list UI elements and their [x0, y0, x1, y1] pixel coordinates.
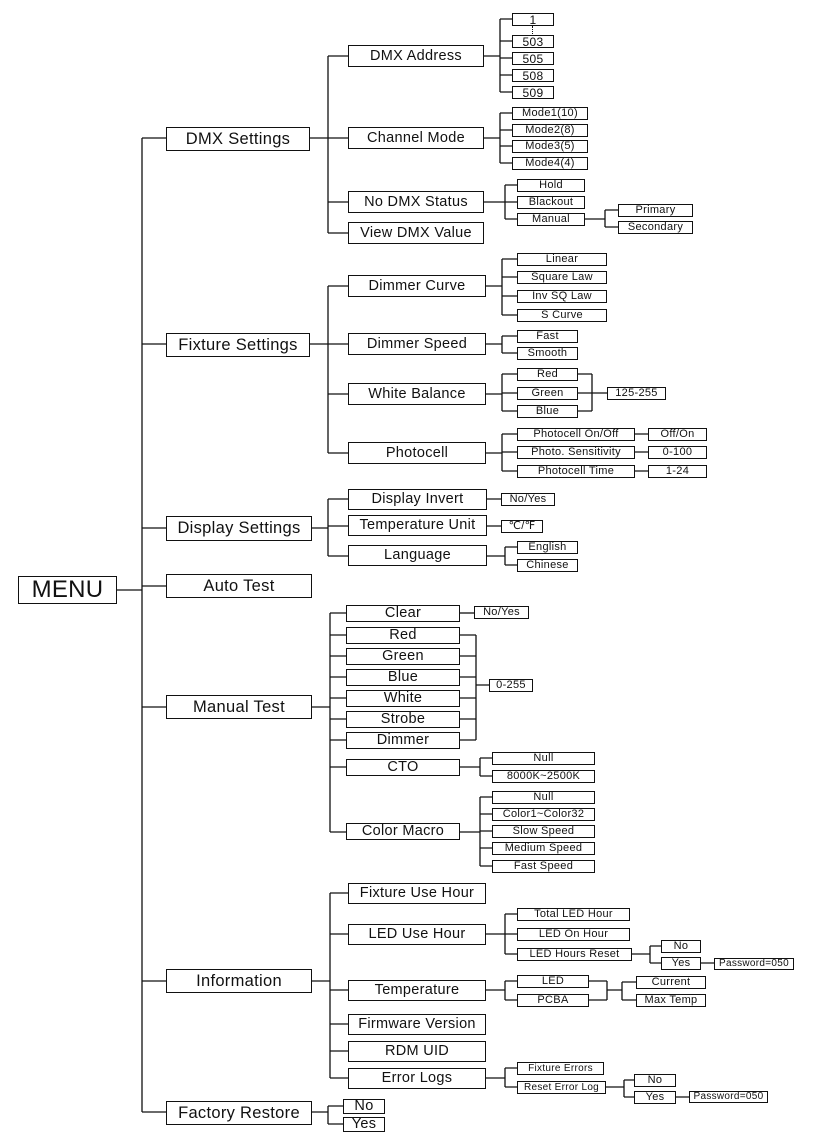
- channel-mode-option[interactable]: Mode3(5): [512, 140, 588, 153]
- cto-option[interactable]: Null: [492, 752, 595, 765]
- temperature-sub-option[interactable]: Max Temp: [636, 994, 706, 1007]
- led-use-hour-option[interactable]: Total LED Hour: [517, 908, 630, 921]
- led-use-hour-option[interactable]: LED Hours Reset: [517, 948, 632, 961]
- photocell-value[interactable]: Off/On: [648, 428, 707, 441]
- color-macro-option[interactable]: Medium Speed: [492, 842, 595, 855]
- manual-channel-item[interactable]: Strobe: [346, 711, 460, 728]
- display-settings-button[interactable]: Display Settings: [166, 516, 312, 541]
- display-invert-value[interactable]: No/Yes: [501, 493, 555, 506]
- channel-range[interactable]: 0-255: [489, 679, 533, 692]
- cto-option[interactable]: 8000K~2500K: [492, 770, 595, 783]
- photocell-option[interactable]: Photocell Time: [517, 465, 635, 478]
- manual-channel-item[interactable]: Green: [346, 648, 460, 665]
- no-dmx-status-option[interactable]: Manual: [517, 213, 585, 226]
- dimmer-curve-option[interactable]: S Curve: [517, 309, 607, 322]
- photocell-option[interactable]: Photo. Sensitivity: [517, 446, 635, 459]
- manual-channel-item[interactable]: Blue: [346, 669, 460, 686]
- photocell-value[interactable]: 0-100: [648, 446, 707, 459]
- manual-channel-item[interactable]: White: [346, 690, 460, 707]
- channel-mode-item[interactable]: Channel Mode: [348, 127, 484, 149]
- color-macro-item[interactable]: Color Macro: [346, 823, 460, 840]
- firmware-version-item[interactable]: Firmware Version: [348, 1014, 486, 1035]
- photocell-value[interactable]: 1-24: [648, 465, 707, 478]
- photocell-option[interactable]: Photocell On/Off: [517, 428, 635, 441]
- language-item[interactable]: Language: [348, 545, 487, 566]
- led-reset-option[interactable]: Yes: [661, 957, 701, 970]
- no-dmx-status-option[interactable]: Blackout: [517, 196, 585, 209]
- dimmer-speed-item[interactable]: Dimmer Speed: [348, 333, 486, 355]
- channel-mode-option[interactable]: Mode1(10): [512, 107, 588, 120]
- view-dmx-value-item[interactable]: View DMX Value: [348, 222, 484, 244]
- factory-restore-option[interactable]: Yes: [343, 1117, 385, 1132]
- color-macro-option[interactable]: Color1~Color32: [492, 808, 595, 821]
- white-balance-range[interactable]: 125-255: [607, 387, 666, 400]
- dimmer-curve-option[interactable]: Square Law: [517, 271, 607, 284]
- dmx-address-item[interactable]: DMX Address: [348, 45, 484, 67]
- color-macro-option[interactable]: Slow Speed: [492, 825, 595, 838]
- channel-mode-option[interactable]: Mode2(8): [512, 124, 588, 137]
- color-macro-option[interactable]: Fast Speed: [492, 860, 595, 873]
- led-reset-option[interactable]: No: [661, 940, 701, 953]
- factory-restore-option[interactable]: No: [343, 1099, 385, 1114]
- led-reset-password[interactable]: Password=050: [714, 958, 794, 970]
- temperature-item[interactable]: Temperature: [348, 980, 486, 1001]
- clear-item[interactable]: Clear: [346, 605, 460, 622]
- color-macro-option[interactable]: Null: [492, 791, 595, 804]
- rdm-uid-item[interactable]: RDM UID: [348, 1041, 486, 1062]
- error-logs-option[interactable]: Fixture Errors: [517, 1062, 604, 1075]
- channel-mode-option[interactable]: Mode4(4): [512, 157, 588, 170]
- manual-channel-item[interactable]: Dimmer: [346, 732, 460, 749]
- range-ellipsis: [532, 26, 535, 36]
- led-use-hour-option[interactable]: LED On Hour: [517, 928, 630, 941]
- cto-item[interactable]: CTO: [346, 759, 460, 776]
- error-reset-option[interactable]: No: [634, 1074, 676, 1087]
- white-balance-option[interactable]: Green: [517, 387, 578, 400]
- dmx-address-option[interactable]: 508: [512, 69, 554, 82]
- dimmer-curve-option[interactable]: Inv SQ Law: [517, 290, 607, 303]
- display-invert-item[interactable]: Display Invert: [348, 489, 487, 510]
- dmx-address-option[interactable]: 505: [512, 52, 554, 65]
- manual-test-button[interactable]: Manual Test: [166, 695, 312, 719]
- white-balance-option[interactable]: Red: [517, 368, 578, 381]
- clear-value[interactable]: No/Yes: [474, 606, 529, 619]
- temperature-sub-option[interactable]: Current: [636, 976, 706, 989]
- error-reset-password[interactable]: Password=050: [689, 1091, 768, 1103]
- manual-channel-item[interactable]: Red: [346, 627, 460, 644]
- led-use-hour-item[interactable]: LED Use Hour: [348, 924, 486, 945]
- dmx-address-option[interactable]: 503: [512, 35, 554, 48]
- dmx-settings-button[interactable]: DMX Settings: [166, 127, 310, 151]
- no-dmx-status-option[interactable]: Hold: [517, 179, 585, 192]
- auto-test-button[interactable]: Auto Test: [166, 574, 312, 598]
- language-option[interactable]: Chinese: [517, 559, 578, 572]
- fixture-settings-button[interactable]: Fixture Settings: [166, 333, 310, 357]
- menu-root[interactable]: MENU: [18, 576, 117, 604]
- dmx-address-option[interactable]: 1: [512, 13, 554, 26]
- error-reset-option[interactable]: Yes: [634, 1091, 676, 1104]
- factory-restore-button[interactable]: Factory Restore: [166, 1101, 312, 1125]
- dimmer-speed-option[interactable]: Smooth: [517, 347, 578, 360]
- error-logs-option[interactable]: Reset Error Log: [517, 1081, 606, 1094]
- dimmer-curve-item[interactable]: Dimmer Curve: [348, 275, 486, 297]
- temperature-unit-item[interactable]: Temperature Unit: [348, 515, 487, 536]
- dmx-address-option[interactable]: 509: [512, 86, 554, 99]
- temperature-option[interactable]: PCBA: [517, 994, 589, 1007]
- error-logs-item[interactable]: Error Logs: [348, 1068, 486, 1089]
- temperature-option[interactable]: LED: [517, 975, 589, 988]
- information-button[interactable]: Information: [166, 969, 312, 993]
- dimmer-speed-option[interactable]: Fast: [517, 330, 578, 343]
- dimmer-curve-option[interactable]: Linear: [517, 253, 607, 266]
- white-balance-item[interactable]: White Balance: [348, 383, 486, 405]
- temperature-unit-value[interactable]: ℃/℉: [501, 520, 543, 533]
- manual-option[interactable]: Secondary: [618, 221, 693, 234]
- no-dmx-status-item[interactable]: No DMX Status: [348, 191, 484, 213]
- manual-option[interactable]: Primary: [618, 204, 693, 217]
- photocell-item[interactable]: Photocell: [348, 442, 486, 464]
- fixture-use-hour-item[interactable]: Fixture Use Hour: [348, 883, 486, 904]
- white-balance-option[interactable]: Blue: [517, 405, 578, 418]
- language-option[interactable]: English: [517, 541, 578, 554]
